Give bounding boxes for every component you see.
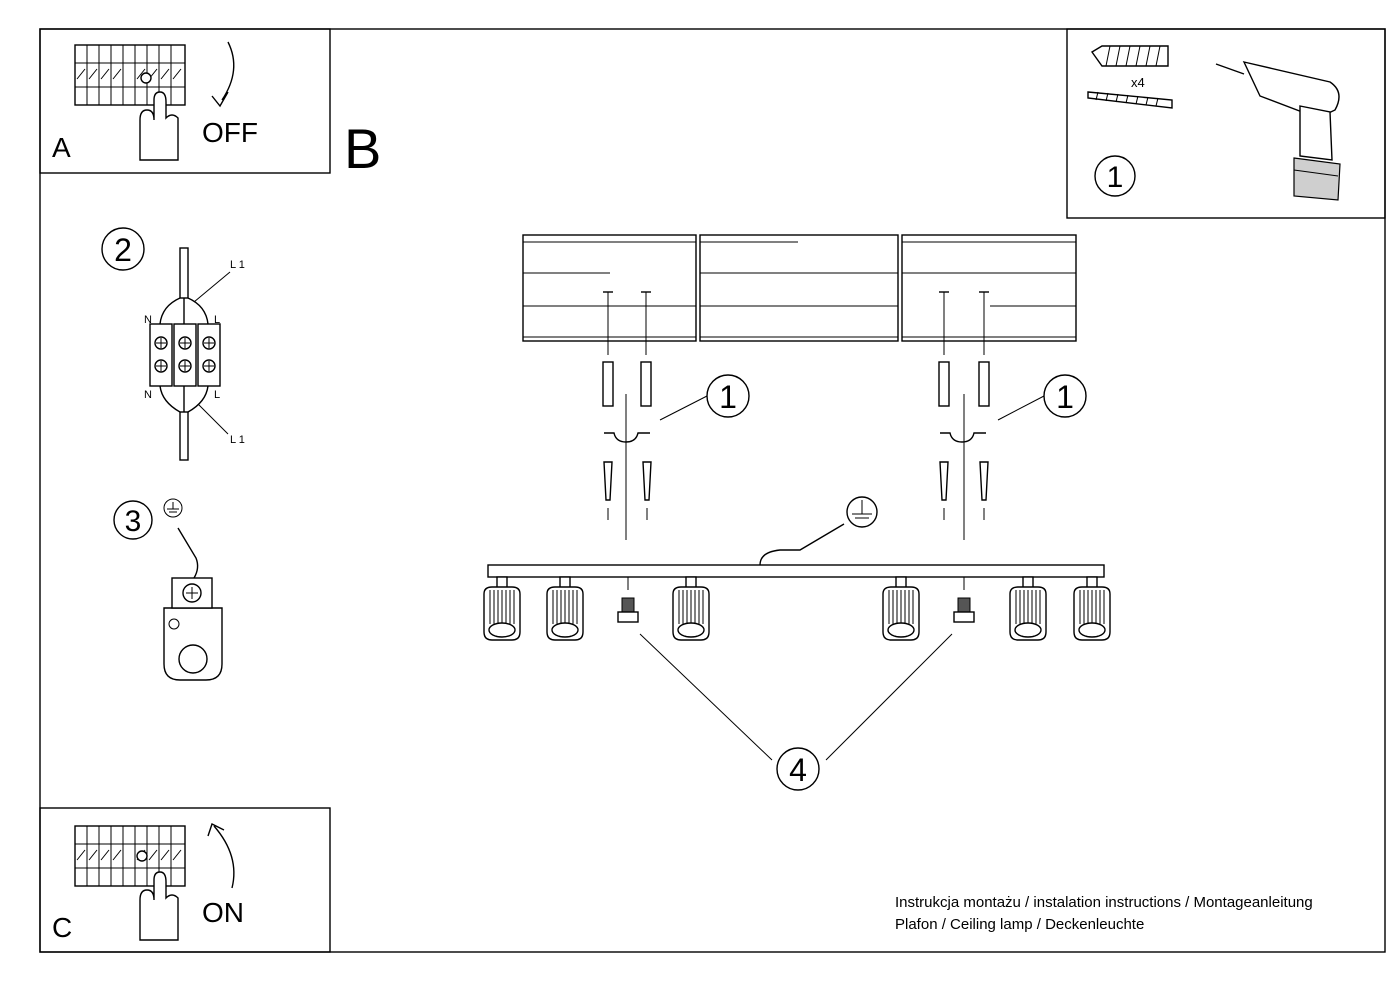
mounting-right: 1 — [938, 291, 1087, 540]
panel-c-frame — [39, 807, 331, 953]
panel-c: ON C — [39, 807, 331, 953]
ceiling — [522, 234, 1077, 342]
step-label-1: 1 — [1107, 161, 1124, 194]
wall-plug-icon — [1090, 45, 1169, 67]
screw-icon — [1087, 91, 1173, 109]
switch-knob-icon — [136, 850, 148, 862]
step-circle-1 — [1094, 155, 1136, 197]
wire-label-l1-top: L 1 — [230, 259, 245, 271]
step-label-1-right: 1 — [1056, 379, 1074, 415]
wire-label-l-top: L — [214, 314, 220, 326]
panel-tools: x4 1 — [1066, 28, 1386, 219]
screw-icon — [603, 461, 613, 501]
switch-knob-icon — [140, 72, 152, 84]
wire-label-l1-bottom: L 1 — [230, 434, 245, 446]
spotlight-head — [882, 576, 920, 641]
ceiling-lamp: 4 — [483, 496, 1111, 791]
step-label-4: 4 — [789, 752, 807, 788]
step-circle-3 — [113, 500, 153, 540]
panel-c-state: ON — [202, 897, 244, 928]
drill-icon — [1215, 60, 1341, 201]
hand-icon — [139, 91, 179, 161]
ground-symbol-icon — [846, 496, 878, 528]
screw-icon — [939, 461, 949, 501]
step-label-1-left: 1 — [719, 379, 737, 415]
wire-label-n-bottom: N — [144, 389, 152, 401]
ground-symbol-icon — [163, 498, 183, 518]
outer-frame — [39, 28, 1386, 953]
lamp-base-bar — [487, 564, 1105, 578]
panel-b-letter: B — [344, 117, 381, 180]
breaker-box-icon — [74, 825, 186, 887]
wall-plug-icon — [938, 361, 950, 407]
mounting-bracket — [604, 432, 650, 443]
wire-label-n-top: N — [144, 314, 152, 326]
step-circle-1 — [1043, 374, 1087, 418]
panel-tools-frame — [1066, 28, 1386, 219]
arrow-down-icon — [211, 41, 235, 108]
spotlight-head — [483, 576, 521, 641]
cable-top — [179, 247, 189, 299]
screw-icon — [642, 461, 652, 501]
step-label-3: 3 — [125, 505, 142, 538]
earth-wire — [759, 523, 845, 566]
panel-a-letter: A — [52, 132, 71, 163]
step-label-2: 2 — [114, 232, 132, 268]
arrow-up-icon — [207, 823, 235, 889]
hand-icon — [139, 871, 179, 941]
tools-quantity: x4 — [1131, 75, 1145, 90]
spotlight-head — [672, 576, 710, 641]
wiring-diagram: 2 L 1 N L N L L 1 — [101, 227, 245, 461]
footer-line-2: Plafon / Ceiling lamp / Deckenleuchte — [895, 916, 1144, 933]
wall-plug-icon — [640, 361, 652, 407]
terminal-block — [149, 323, 221, 387]
spotlight-head — [546, 576, 584, 641]
wall-plug-icon — [602, 361, 614, 407]
panel-a-frame — [39, 28, 331, 174]
wire-label-l-bottom: L — [214, 389, 220, 401]
step-circle-2 — [101, 227, 145, 271]
earth-terminal-icon — [163, 577, 223, 681]
panel-a: OFF A — [39, 28, 331, 174]
spotlight-head — [1009, 576, 1047, 641]
wall-plug-icon — [978, 361, 990, 407]
mounting-bracket — [940, 432, 986, 443]
panel-c-letter: C — [52, 912, 72, 943]
footer-line-1: Instrukcja montażu / instalation instruc… — [895, 894, 1313, 911]
step-circle-4 — [776, 747, 820, 791]
earth-connection: 3 — [113, 498, 223, 681]
breaker-box-icon — [74, 44, 186, 106]
cable-bottom — [179, 411, 189, 461]
screw-icon — [979, 461, 989, 501]
fixing-screw — [953, 577, 975, 623]
mounting-left: 1 — [602, 291, 750, 540]
spotlight-head — [1073, 576, 1111, 641]
fixing-screw — [617, 577, 639, 623]
panel-a-state: OFF — [202, 117, 258, 148]
step-circle-1 — [706, 374, 750, 418]
